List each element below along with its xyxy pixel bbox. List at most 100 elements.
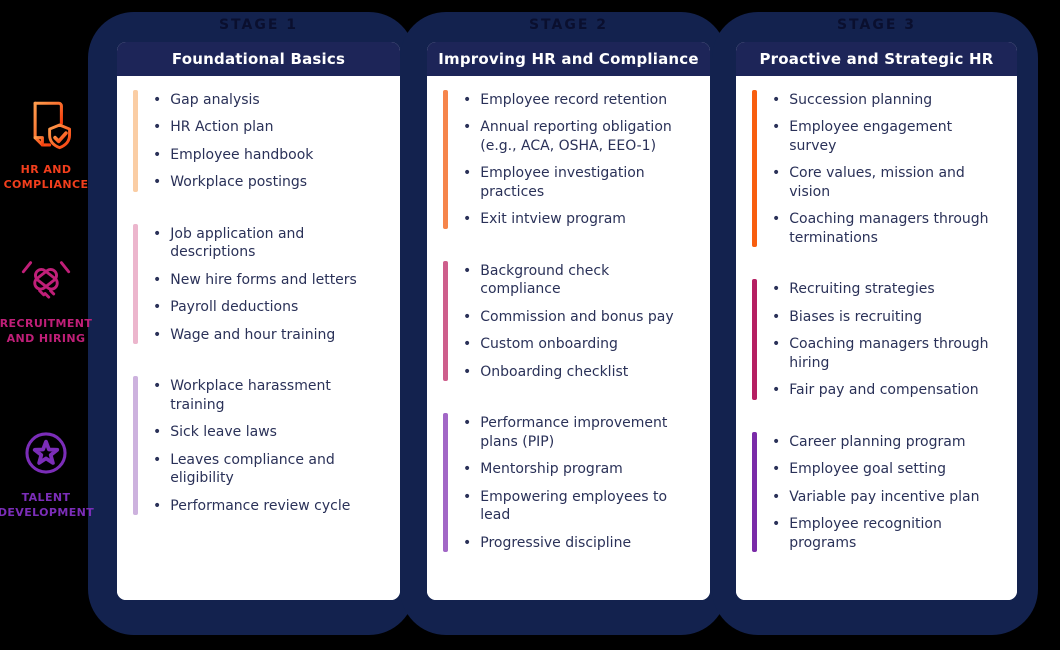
bullet: • — [153, 424, 162, 441]
list-item-text: Succession planning — [789, 92, 933, 108]
list-item-text: Coaching managers through hiring — [789, 336, 989, 371]
list-item-text: Employee goal setting — [789, 461, 946, 478]
list-item-text: Empowering employees to lead — [480, 488, 668, 524]
bullet: • — [153, 326, 162, 343]
bullet: • — [463, 165, 472, 182]
list-item-text: Employee recognition programs — [789, 516, 942, 551]
list-item-text: Mentorship program — [480, 461, 623, 478]
list-item: • Fair pay and compensation — [770, 381, 1007, 399]
bullet: • — [463, 92, 472, 108]
bullet: • — [153, 146, 162, 163]
list-item: • Biases is recruiting — [770, 308, 1007, 326]
category-recruitment-and-hiring: RECRUITMENT AND HIRING — [0, 250, 92, 347]
bullet: • — [153, 451, 162, 468]
handshake-icon — [21, 261, 71, 299]
list-item: • Coaching managers through hiring — [770, 335, 1007, 372]
bullet: • — [772, 461, 781, 478]
category-label: RECRUITMENT AND HIRING — [0, 317, 93, 345]
group-color-bar — [133, 223, 138, 345]
stage2-card-title: Improving HR and Compliance — [427, 42, 710, 76]
bullet: • — [772, 92, 781, 108]
list-item-text: Variable pay incentive plan — [789, 488, 980, 505]
list-item-text: Employee handbook — [170, 146, 314, 163]
category-label: HR AND COMPLIANCE — [3, 163, 89, 191]
list-item: •Coaching managers through terminations — [770, 210, 1007, 247]
document-shield-check-icon — [33, 101, 72, 150]
list-item: • Mentorship program — [461, 460, 700, 478]
list-item: •Exit intview program — [461, 210, 700, 228]
bullet: • — [153, 119, 162, 136]
topic-group: •Workplace harassment training •Sick lea… — [133, 376, 390, 516]
stage3-card: Proactive and Strategic HR • Succession p… — [736, 42, 1017, 600]
bullet: • — [153, 174, 162, 191]
bullet: • — [772, 336, 781, 353]
list-item-text: Progressive discipline — [480, 534, 632, 551]
list-item-text: Core values, mission and vision — [789, 165, 965, 200]
bullet: • — [463, 461, 472, 478]
bullet: • — [463, 534, 472, 551]
list-item-text: Background check compliance — [480, 262, 610, 298]
stage3-label: STAGE 3 — [836, 17, 917, 33]
bullet: • — [463, 308, 472, 325]
list-item-text: Performance review cycle — [170, 497, 351, 514]
list-item-text: Annual reporting obligation (e.g., ACA, … — [480, 119, 672, 154]
group-color-bar — [752, 431, 757, 552]
list-item: •Onboarding checklist — [461, 363, 700, 381]
list-item: •Career planning program — [770, 433, 1007, 451]
group-color-bar — [133, 376, 138, 516]
list-item: • Succession planning — [770, 91, 1007, 109]
group-color-bar — [752, 279, 757, 400]
bullet: • — [772, 308, 781, 325]
list-item-text: Performance improvement plans (PIP) — [480, 415, 668, 450]
list-item: • Workplace postings — [151, 173, 390, 191]
list-item-text: Workplace postings — [170, 174, 308, 191]
list-item: •Annual reporting obligation (e.g., ACA,… — [461, 118, 700, 155]
list-item-text: Biases is recruiting — [789, 308, 923, 325]
list-item-text: Payroll deductions — [170, 299, 299, 316]
group-color-bar — [133, 90, 138, 192]
stage1-card: Foundational Basics •Gap analysis •HR Ac… — [117, 42, 400, 600]
bullet: • — [153, 378, 162, 395]
list-item-text: Onboarding checklist — [480, 363, 629, 380]
star-badge-icon — [25, 432, 67, 474]
list-item: •Recruiting strategies — [770, 280, 1007, 298]
list-item-text: Job application and descriptions — [170, 225, 305, 261]
bullet: • — [153, 92, 162, 108]
list-item-text: HR Action plan — [170, 119, 274, 136]
list-item: •Commission and bonus pay — [461, 308, 700, 326]
list-item: • Background check compliance — [461, 262, 700, 299]
bullet: • — [772, 516, 781, 533]
bullet: • — [772, 382, 781, 399]
list-item-text: Workplace harassment training — [170, 378, 331, 413]
stage2-card-body: •Employee record retention •Annual repor… — [427, 76, 710, 600]
list-item: •Employee engagement survey — [770, 118, 1007, 155]
list-item: • Custom onboarding — [461, 335, 700, 353]
list-item-text: Wage and hour training — [170, 326, 336, 343]
topic-group: •Job application and descriptions •New h… — [133, 223, 390, 345]
bullet: • — [463, 262, 472, 279]
group-color-bar — [752, 90, 757, 248]
list-item-text: Recruiting strategies — [789, 281, 935, 298]
stage3-card-title: Proactive and Strategic HR — [736, 42, 1017, 76]
category-label: TALENT DEVELOPMENT — [0, 491, 95, 519]
list-item-text: Fair pay and compensation — [789, 382, 979, 399]
list-item: • Wage and hour training — [151, 326, 390, 344]
category-talent-development: TALENT DEVELOPMENT — [0, 424, 95, 521]
bullet: • — [153, 271, 162, 288]
bullet: • — [463, 415, 472, 432]
list-item-text: Coaching managers through terminations — [789, 211, 989, 246]
list-item: •Core values, mission and vision — [770, 164, 1007, 201]
bullet: • — [463, 336, 472, 353]
list-item: •Empowering employees to lead — [461, 488, 700, 525]
list-item-text: Custom onboarding — [480, 336, 618, 353]
category-hr-and-compliance: HR AND COMPLIANCE — [0, 96, 92, 193]
list-item-text: Employee engagement survey — [789, 119, 953, 154]
list-item-text: Employee record retention — [480, 92, 668, 108]
list-item: • Employee goal setting — [770, 460, 1007, 478]
bullet: • — [772, 433, 781, 450]
list-item: • Employee recognition programs — [770, 515, 1007, 552]
list-item: •Gap analysis — [151, 91, 390, 109]
list-item: • Performance review cycle — [151, 497, 390, 515]
bullet: • — [153, 497, 162, 514]
